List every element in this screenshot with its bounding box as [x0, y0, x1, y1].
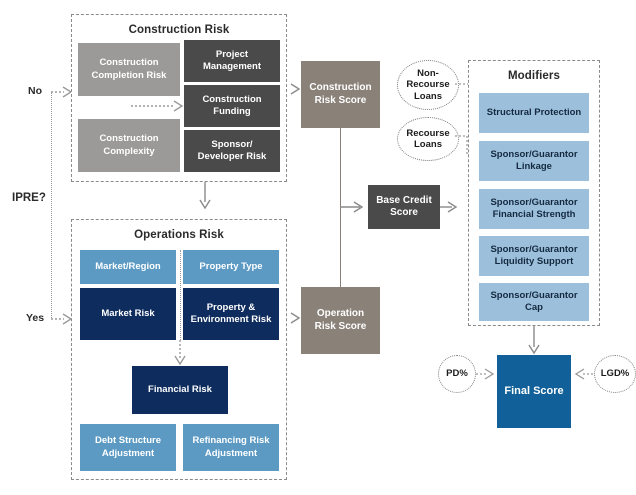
arrow-lgd-to-final-score	[574, 368, 593, 380]
decision-label-ipre: IPRE?	[12, 192, 46, 204]
node-construction-funding[interactable]: Construction Funding	[184, 85, 280, 127]
pill-pd-percent[interactable]: PD%	[438, 355, 476, 393]
modifier-item-sponsor-guarantor-linkage[interactable]: Sponsor/Guarantor Linkage	[479, 141, 589, 181]
arrow-to-financial-risk	[174, 340, 186, 366]
pill-recourse-loans[interactable]: Recourse Loans	[397, 117, 459, 161]
node-final-score[interactable]: Final Score	[497, 355, 571, 428]
node-market-risk[interactable]: Market Risk	[80, 288, 176, 340]
modifier-item-structural-protection[interactable]: Structural Protection	[479, 93, 589, 133]
node-property-type[interactable]: Property Type	[183, 250, 279, 284]
arrow-construction-left-to-right	[131, 100, 184, 112]
node-property-environment-risk[interactable]: Property & Environment Risk	[183, 288, 279, 340]
operations-risk-title: Operations Risk	[134, 229, 224, 241]
node-sponsor-developer-risk[interactable]: Sponsor/ Developer Risk	[184, 130, 280, 172]
arrow-modifiers-to-final-score	[528, 326, 540, 355]
node-project-management[interactable]: Project Management	[184, 40, 280, 82]
branch-label-yes: Yes	[26, 312, 45, 324]
decision-spine	[51, 92, 52, 318]
arrow-operations-to-score	[290, 312, 301, 324]
node-base-credit-score[interactable]: Base Credit Score	[368, 185, 440, 229]
node-market-region[interactable]: Market/Region	[80, 250, 176, 284]
node-financial-risk[interactable]: Financial Risk	[132, 366, 228, 414]
node-construction-completion-risk[interactable]: Construction Completion Risk	[78, 43, 180, 96]
branch-label-no: No	[28, 85, 42, 97]
node-refinancing-risk-adjustment[interactable]: Refinancing Risk Adjustment	[183, 424, 279, 471]
arrow-construction-to-operations	[199, 182, 211, 210]
arrow-scores-to-base-credit	[340, 201, 364, 213]
construction-risk-title: Construction Risk	[128, 24, 230, 36]
node-operation-risk-score[interactable]: Operation Risk Score	[301, 287, 380, 354]
node-construction-complexity[interactable]: Construction Complexity	[78, 119, 180, 172]
pill-lgd-percent[interactable]: LGD%	[594, 355, 636, 393]
node-debt-structure-adjustment[interactable]: Debt Structure Adjustment	[80, 424, 176, 471]
modifier-item-sponsor-guarantor-liquidity-support[interactable]: Sponsor/Guarantor Liquidity Support	[479, 236, 589, 276]
operations-column-divider	[180, 250, 181, 340]
modifiers-title: Modifiers	[507, 70, 560, 82]
arrow-construction-to-score	[290, 83, 301, 95]
pill-non-recourse-loans[interactable]: Non-Recourse Loans	[397, 60, 459, 110]
arrow-base-credit-to-modifiers	[440, 201, 458, 213]
node-construction-risk-score[interactable]: Construction Risk Score	[301, 61, 380, 128]
modifier-item-sponsor-guarantor-financial-strength[interactable]: Sponsor/Guarantor Financial Strength	[479, 189, 589, 229]
arrow-yes-to-operations	[51, 313, 73, 325]
modifier-item-sponsor-guarantor-cap[interactable]: Sponsor/Guarantor Cap	[479, 283, 589, 321]
arrow-pd-to-final-score	[476, 368, 495, 380]
arrow-no-to-construction	[51, 86, 73, 98]
